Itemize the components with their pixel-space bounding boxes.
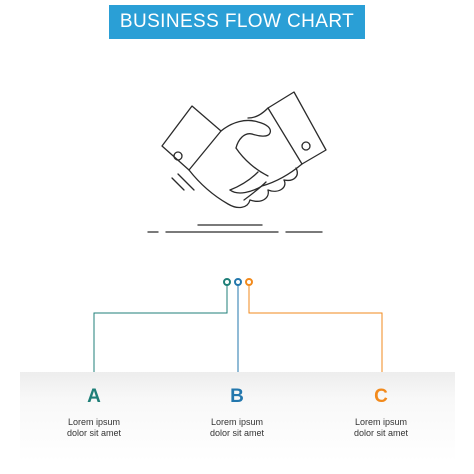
step-card-b: B Lorem ipsum dolor sit amet <box>163 372 311 462</box>
step-line-2: dolor sit amet <box>209 428 265 438</box>
connector-line-c <box>248 285 383 372</box>
step-line-1: Lorem ipsum <box>67 417 121 427</box>
step-line-1: Lorem ipsum <box>210 417 264 427</box>
connector-dot-c <box>245 278 253 286</box>
step-description: Lorem ipsum dolor sit amet <box>163 417 311 439</box>
step-card-a: A Lorem ipsum dolor sit amet <box>20 372 168 462</box>
connector-line-a <box>93 285 228 372</box>
step-letter: A <box>87 386 101 407</box>
step-letter: C <box>374 386 388 407</box>
step-letter: B <box>230 386 244 407</box>
step-line-1: Lorem ipsum <box>354 417 408 427</box>
connector-dot-b <box>234 278 242 286</box>
step-line-2: dolor sit amet <box>66 428 122 438</box>
step-description: Lorem ipsum dolor sit amet <box>20 417 168 439</box>
connector-dot-a <box>223 278 231 286</box>
step-description: Lorem ipsum dolor sit amet <box>307 417 455 439</box>
page-title: BUSINESS FLOW CHART <box>119 11 355 32</box>
step-line-2: dolor sit amet <box>353 428 409 438</box>
title-banner: BUSINESS FLOW CHART <box>109 5 365 39</box>
ground-lines <box>147 224 323 233</box>
handshake-icon <box>161 91 327 209</box>
step-card-c: C Lorem ipsum dolor sit amet <box>307 372 455 462</box>
